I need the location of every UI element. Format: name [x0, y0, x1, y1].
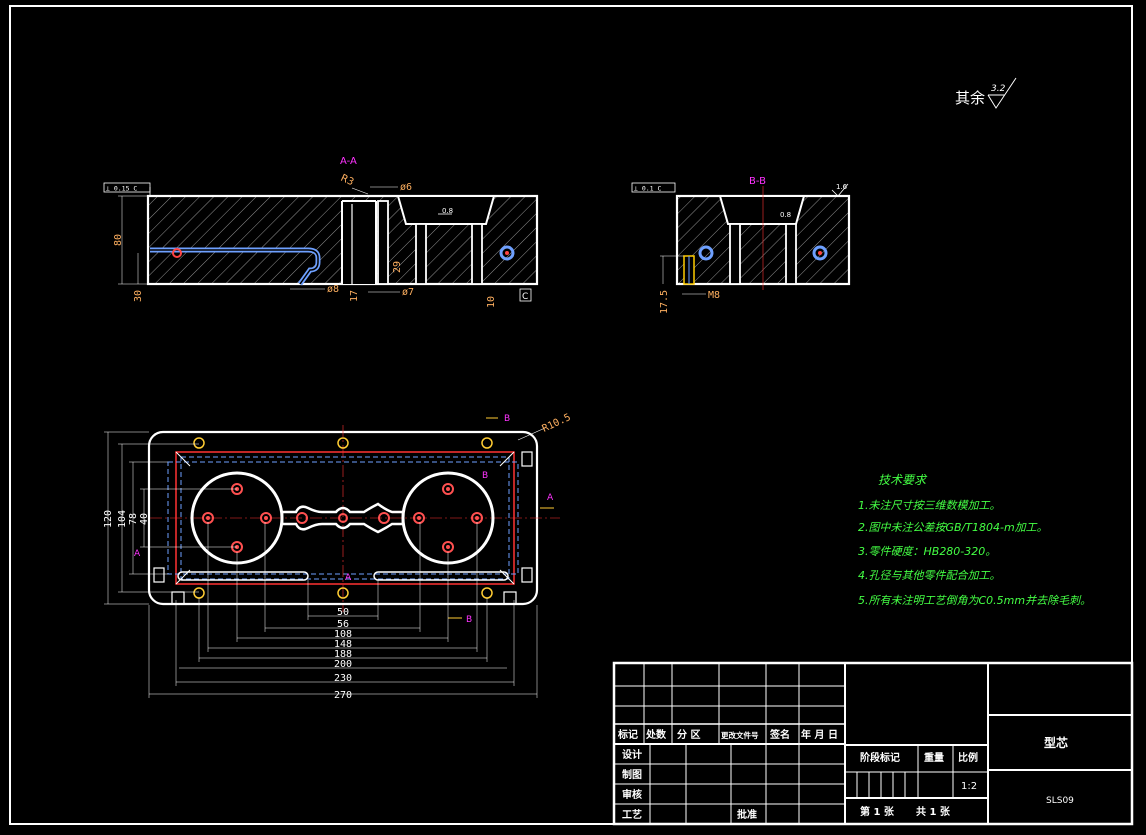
plan-view: R10.5 A A A B B B — [103, 412, 573, 701]
dim-230: 230 — [334, 673, 352, 684]
dim-56: 56 — [337, 619, 349, 630]
tech-note-4: 4.孔径与其他零件配合加工。 — [858, 569, 1001, 582]
dim-h17: 17 — [349, 290, 360, 302]
section-a-a: A-A ⊥ 0.15 C 0.8 R3 ø6 — [103, 156, 539, 308]
flatness-value-a: ⊥ 0.15 C — [106, 185, 137, 193]
radius-r3: R3 — [339, 173, 356, 189]
tb-role-process: 工艺 — [622, 808, 642, 821]
pocket-roughness-b: 0.8 — [780, 211, 791, 219]
section-mark-a-right: A — [547, 493, 554, 503]
tech-notes-title: 技术要求 — [878, 473, 928, 487]
tech-note-5: 5.所有未注明工艺倒角为C0.5mm并去除毛刺。 — [858, 594, 1091, 607]
runner — [280, 502, 405, 534]
tb-approve: 批准 — [737, 808, 757, 821]
flatness-callout-a: ⊥ 0.15 C — [103, 182, 151, 196]
dim-h30: 30 — [133, 290, 144, 302]
datum-c-label: C — [522, 292, 528, 302]
tb-sheet: 第 1 张 — [860, 805, 895, 818]
tb-header-sign: 签名 — [769, 728, 790, 741]
tech-note-2: 2.图中未注公差按GB/T1804-m加工。 — [858, 521, 1048, 534]
tb-drawing-number: SLS09 — [1046, 796, 1074, 806]
tb-weight: 重量 — [924, 751, 944, 764]
section-mark-b-mid: B — [482, 471, 488, 481]
dim-78: 78 — [128, 513, 139, 525]
dim-120: 120 — [103, 510, 114, 528]
section-b-b: B-B ⊥ 0.1 C 0.8 1.6 17.5 M8 — [631, 176, 851, 314]
section-mark-a-bottom: A — [345, 573, 352, 583]
tb-scale-label: 比例 — [958, 751, 978, 764]
dim-m8: M8 — [708, 290, 720, 301]
dim-h80: 80 — [113, 234, 124, 246]
corner-roughness-b: 1.6 — [836, 183, 848, 191]
flatness-callout-b: ⊥ 0.1 C — [631, 182, 676, 193]
dim-188: 188 — [334, 649, 352, 660]
dim-h17-5: 17.5 — [659, 290, 670, 314]
tb-header-zone: 分 区 — [677, 728, 700, 741]
dim-200: 200 — [334, 659, 352, 670]
tb-scale-value: 1:2 — [961, 781, 977, 792]
surface-roughness-note: 其余 3.2 — [955, 77, 1017, 109]
tech-note-3: 3.零件硬度：HB280-320。 — [858, 545, 996, 558]
title-block — [612, 661, 1134, 826]
tb-header-mark: 标记 — [617, 728, 638, 741]
dim-148: 148 — [334, 639, 352, 650]
dim-108: 108 — [334, 629, 352, 640]
roughness-symbol-icon — [987, 77, 1017, 109]
dim-d7: ø7 — [402, 287, 414, 298]
section-mark-b-bottom: B — [466, 615, 472, 625]
dim-d8: ø8 — [327, 284, 339, 295]
tb-role-review: 审核 — [622, 788, 642, 801]
tb-role-draft: 制图 — [622, 768, 642, 781]
dim-104: 104 — [117, 510, 128, 528]
dim-d6: ø6 — [400, 182, 412, 193]
tech-note-1: 1.未注尺寸按三维数模加工。 — [858, 499, 1001, 512]
tb-role-design: 设计 — [622, 748, 642, 761]
dim-40: 40 — [139, 513, 150, 525]
flatness-value-b: ⊥ 0.1 C — [634, 185, 661, 193]
section-mark-a-left: A — [134, 549, 141, 559]
roughness-note-label: 其余 — [955, 89, 985, 107]
dim-h29: 29 — [392, 261, 403, 273]
tb-header-date: 年 月 日 — [801, 728, 838, 741]
roughness-note-value: 3.2 — [991, 84, 1006, 94]
section-b-b-title: B-B — [749, 176, 766, 187]
dim-h10: 10 — [486, 296, 497, 308]
section-mark-b-top: B — [504, 414, 510, 424]
tb-part-name: 型芯 — [1044, 735, 1068, 750]
datum-c-box — [519, 288, 532, 302]
drawing-frame — [9, 5, 1133, 825]
section-a-a-title: A-A — [340, 156, 357, 167]
technical-notes: 技术要求 1.未注尺寸按三维数模加工。 2.图中未注公差按GB/T1804-m加… — [858, 473, 1091, 607]
radius-r10-5: R10.5 — [541, 412, 573, 435]
tb-header-change-doc: 更改文件号 — [721, 730, 759, 740]
dim-50: 50 — [337, 607, 349, 618]
tb-stage: 阶段标记 — [860, 751, 900, 764]
pocket-roughness-a: 0.8 — [442, 207, 453, 215]
dim-270: 270 — [334, 690, 352, 701]
tb-total: 共 1 张 — [916, 805, 951, 818]
tb-header-count: 处数 — [645, 728, 667, 741]
